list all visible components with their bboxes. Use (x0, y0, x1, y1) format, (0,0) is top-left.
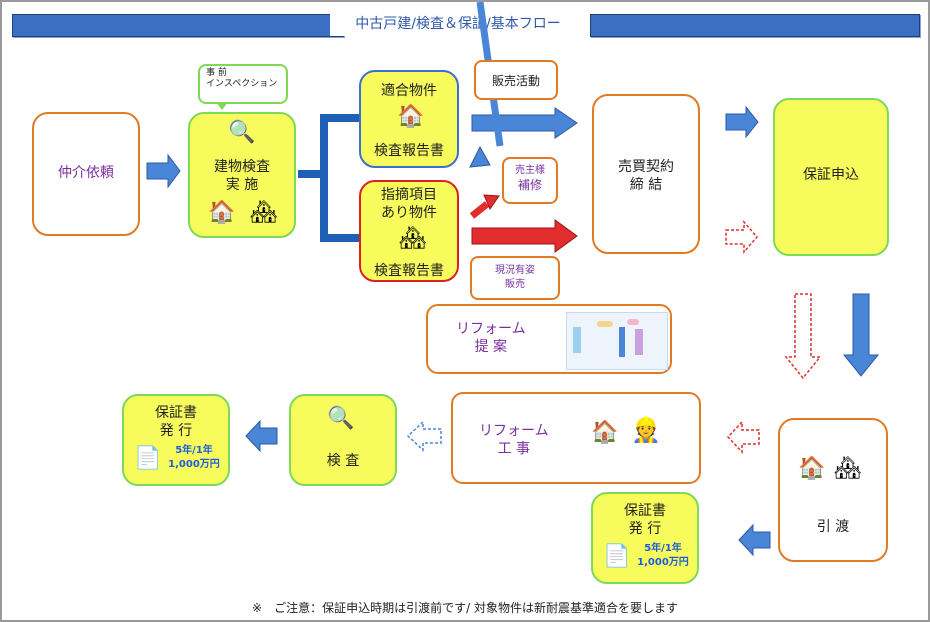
inspection-report-label: 検査報告書 (374, 143, 444, 159)
note-tail (216, 102, 228, 110)
house-icon: 🏠 (798, 456, 826, 481)
conforming-property-box: 適合物件 🏠 検査報告書 (359, 70, 459, 168)
arrow-sales-activity (471, 107, 578, 139)
arrow-dashed-handover-to-reform (726, 420, 760, 454)
certificate-issue-label: 保証書 発 行 (155, 405, 197, 439)
conforming-property-label: 適合物件 (381, 83, 437, 99)
building-inspection-label: 建物検査 実 施 (214, 159, 270, 193)
page-title: 中古戸建/検査＆保証/基本フロー (330, 12, 586, 36)
warranty-application-box: 保証申込 (773, 98, 889, 256)
reform-construction-label: リフォーム 工 事 (479, 423, 549, 457)
reform-proposal-box: リフォーム 提 案 (426, 304, 672, 374)
certificate-issue-box-left: 保証書 発 行 📄 5年/1年 1,000万円 (122, 394, 230, 486)
sales-contract-label: 売買契約 締 結 (618, 159, 674, 193)
repair-label: 補修 (517, 178, 542, 192)
title-bar-right (590, 14, 920, 37)
arrow-dashed-reform-to-inspection (406, 420, 442, 452)
branch-connector (298, 114, 359, 242)
arrow-brokerage-to-inspection (146, 153, 181, 189)
sales-activity-note: 販売活動 (474, 60, 558, 100)
arrow-inspection-to-certificate (245, 419, 278, 453)
reform-construction-box: リフォーム 工 事 🏠 👷 (451, 392, 701, 484)
seller-label: 売主様 (515, 165, 545, 176)
arrow-dashed-contract-to-application (725, 219, 758, 255)
brokerage-request-box: 仲介依頼 (32, 112, 140, 236)
warranty-amount-label: 1,000万円 (168, 459, 220, 470)
arrow-repair-to-conforming (469, 145, 491, 168)
warranty-amount-label: 1,000万円 (637, 557, 689, 568)
warranty-term-label: 5年/1年 (644, 543, 682, 554)
arrow-dashed-down (784, 293, 822, 380)
house-icon: 🏠 (397, 104, 425, 129)
handover-box: 🏠 🏘 引 渡 (778, 418, 888, 562)
final-inspection-box: 🔍 検 査 (289, 394, 397, 486)
certificate-issue-label: 保証書 発 行 (624, 503, 666, 537)
arrow-contract-to-application (725, 105, 759, 139)
seller-repair-note: 売主様 補修 (502, 157, 558, 204)
handover-label: 引 渡 (816, 519, 850, 535)
building-inspection-box: 🔍 建物検査 実 施 🏠 🏘 (188, 112, 296, 238)
reform-brochure-image (566, 312, 668, 370)
certificate-issue-box-right: 保証書 発 行 📄 5年/1年 1,000万円 (591, 492, 699, 584)
document-icon: 📄 (134, 446, 162, 471)
house-icon: 🏘 (399, 226, 427, 251)
magnifier-icon: 🔍 (327, 406, 355, 431)
defect-property-box: 指摘項目 あり物件 🏘 検査報告書 (359, 180, 459, 282)
magnifier-icon: 🔍 (228, 120, 256, 145)
sales-contract-box: 売買契約 締 結 (592, 94, 700, 254)
arrow-defect-to-repair (483, 194, 500, 211)
defect-property-label: 指摘項目 あり物件 (381, 187, 437, 221)
arrow-as-is-sale (471, 219, 578, 253)
reform-proposal-label: リフォーム 提 案 (456, 321, 526, 355)
house-icon: 🏠 (208, 200, 236, 225)
as-is-sale-note: 現況有姿 販売 (470, 256, 560, 300)
house-icon: 🏠 (591, 420, 619, 445)
warranty-application-label: 保証申込 (803, 167, 859, 183)
house-check-icon: 🏘 (250, 200, 278, 225)
warranty-term-label: 5年/1年 (175, 445, 213, 456)
arrow-down-to-handover (842, 293, 880, 377)
pre-inspection-note: 事 前 インスペクション (198, 64, 288, 104)
final-inspection-label: 検 査 (326, 453, 360, 469)
document-icon: 📄 (603, 544, 631, 569)
arrow-handover-to-certificate (738, 523, 771, 557)
footnote: ※ ご注意：保証申込時期は引渡前です/ 対象物件は新耐震基準適合を要します (252, 601, 678, 615)
construction-worker-icon: 👷 (631, 416, 661, 444)
brokerage-request-label: 仲介依頼 (58, 165, 114, 181)
inspection-report-label: 検査報告書 (374, 263, 444, 279)
house-check-icon: 🏘 (834, 456, 862, 481)
